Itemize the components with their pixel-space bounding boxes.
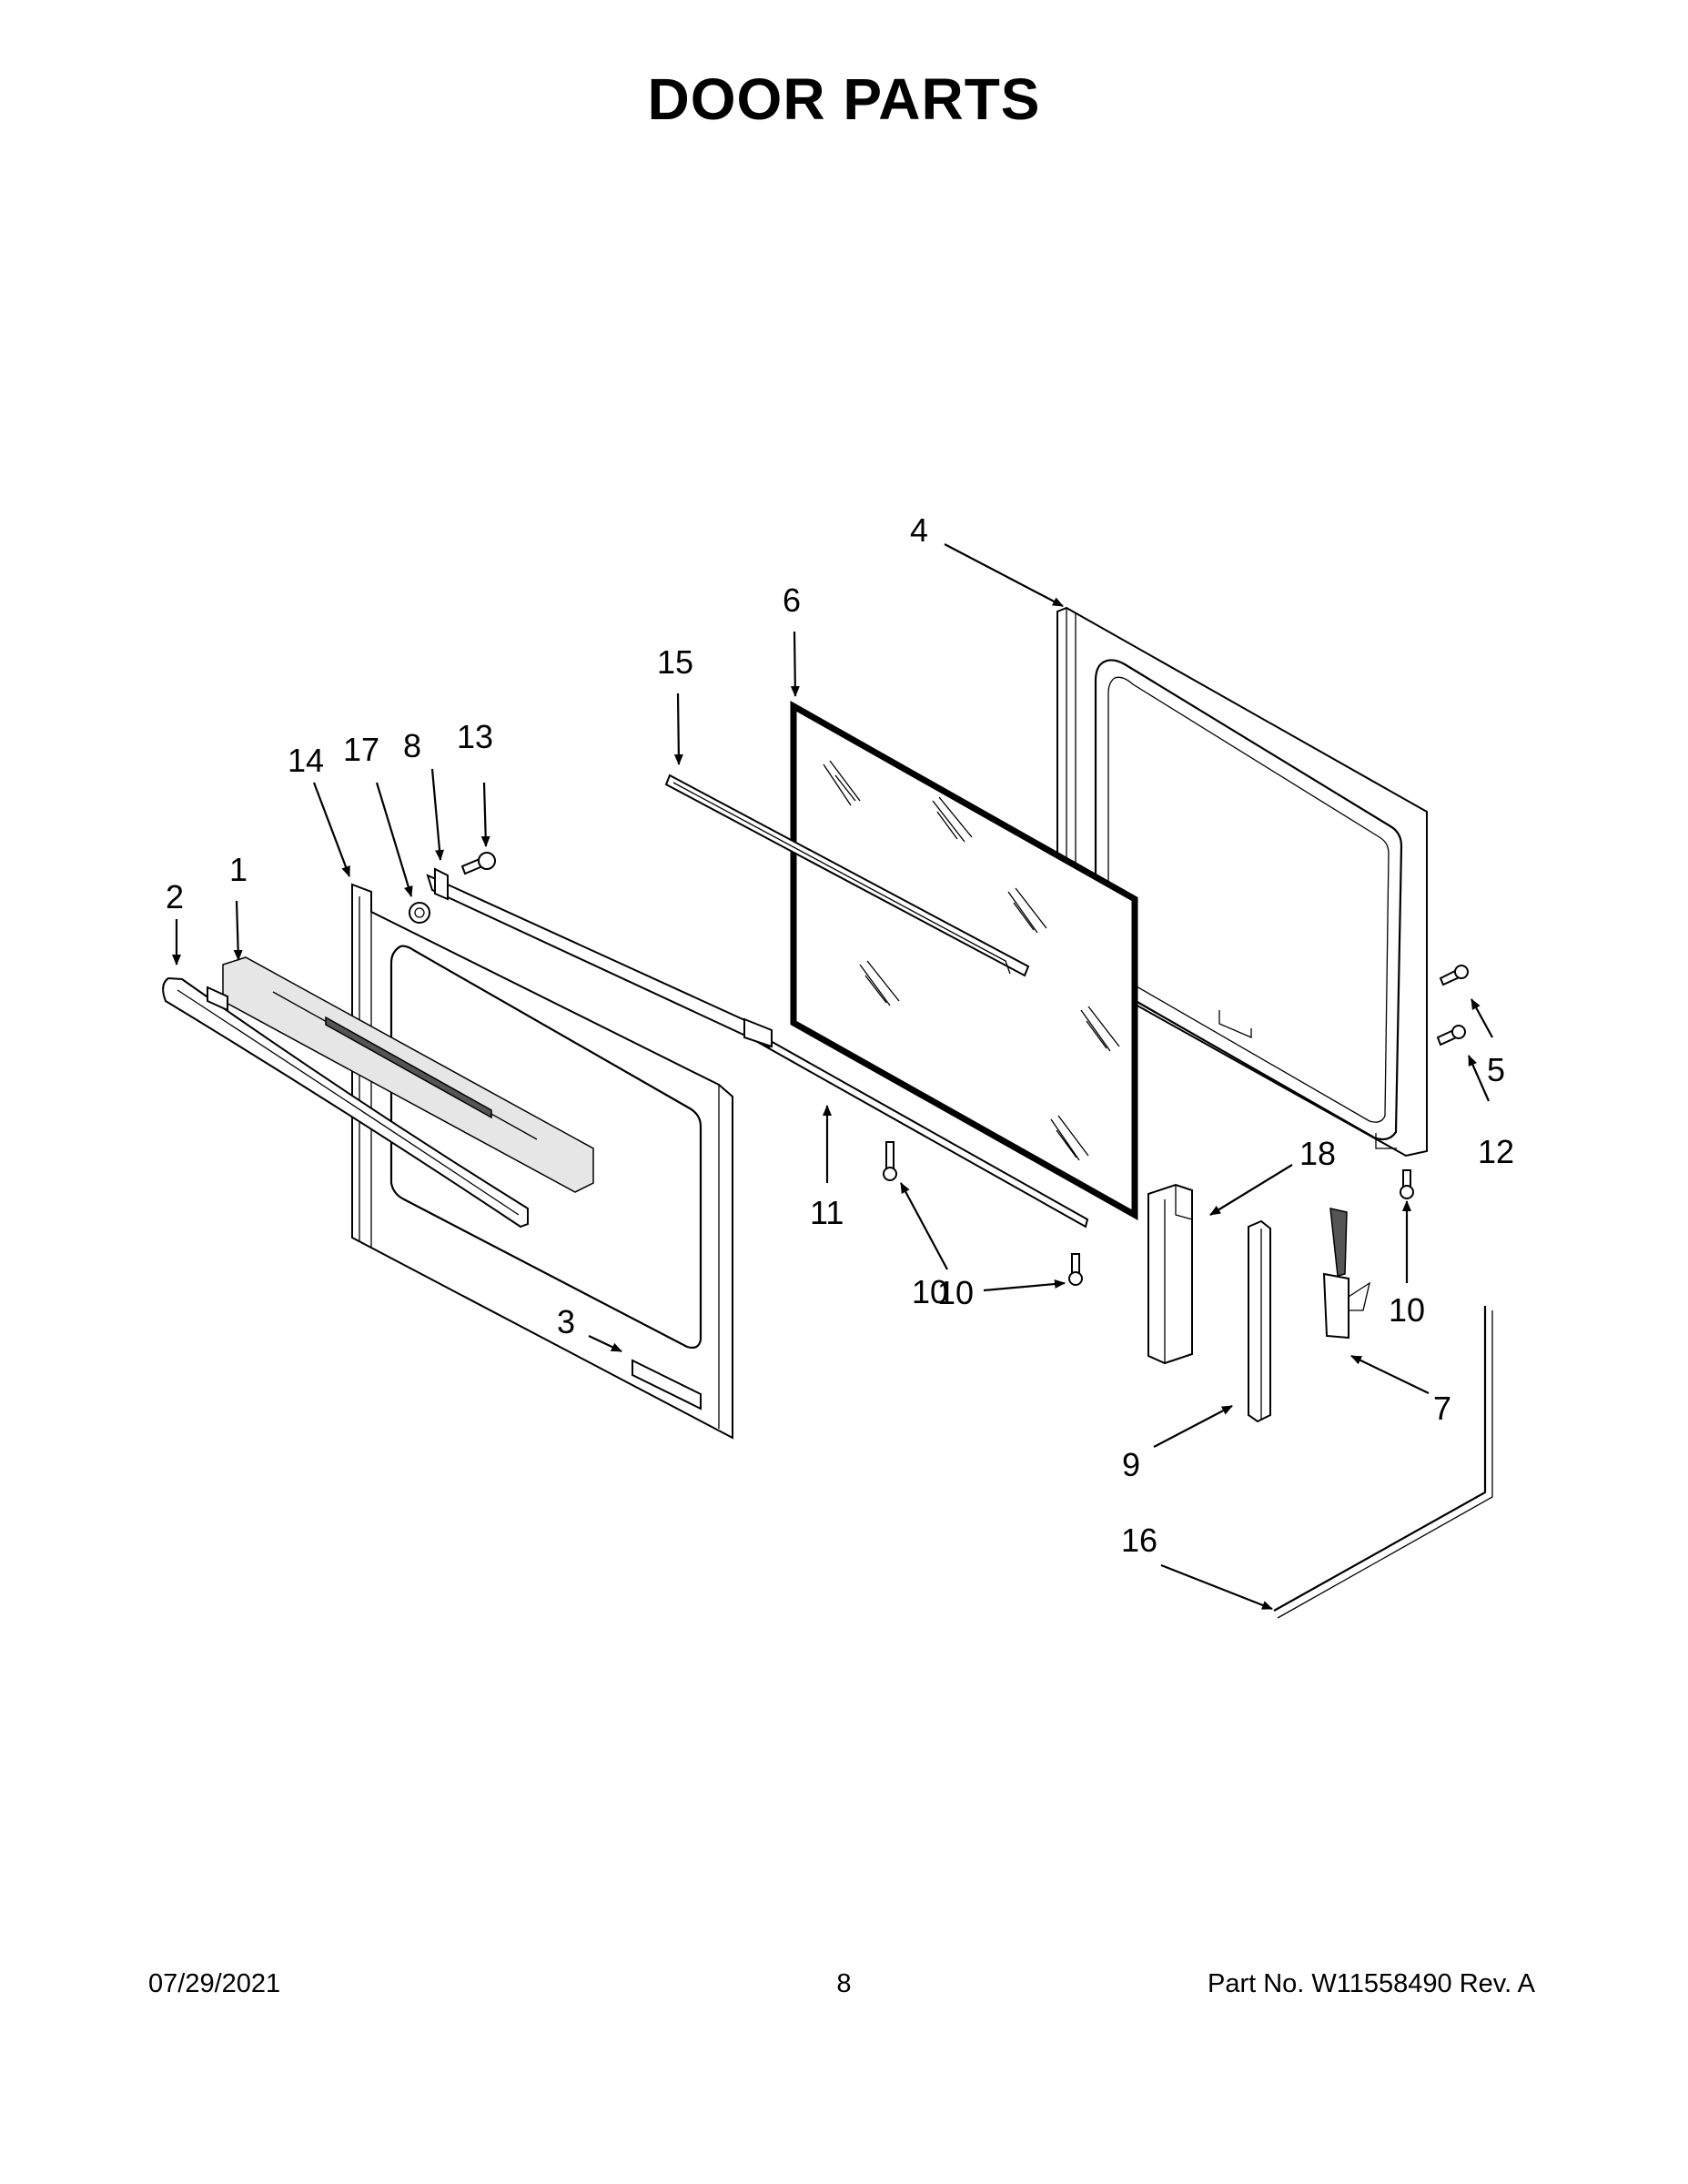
part-13-screw xyxy=(460,852,496,875)
part-4-inner-door-panel xyxy=(1056,606,1428,1158)
callout-12: 12 xyxy=(1478,1133,1514,1170)
part-6-glass-panel xyxy=(790,701,1138,1220)
callout-5: 5 xyxy=(1487,1051,1505,1088)
callout-8: 8 xyxy=(403,727,421,764)
part-9-hinge-receiver xyxy=(1248,1219,1271,1423)
part-17-washer xyxy=(409,902,430,924)
callout-17: 17 xyxy=(343,731,379,768)
part-2-handle xyxy=(162,976,529,1228)
callout-3: 3 xyxy=(557,1303,575,1340)
part-5-screw xyxy=(1439,965,1469,986)
footer-page-number: 8 xyxy=(836,1969,852,1998)
part-8-hinge-trim xyxy=(426,867,773,1048)
part-15-glass-retainer xyxy=(664,774,1030,977)
callout-16: 16 xyxy=(1121,1522,1157,1559)
callout-18: 18 xyxy=(1299,1135,1336,1172)
leader-lines xyxy=(172,543,1493,1611)
footer-date: 07/29/2021 xyxy=(148,1969,281,1998)
callout-10-b: 10 xyxy=(912,1273,948,1310)
callout-15: 15 xyxy=(657,643,693,681)
callout-13: 13 xyxy=(457,718,493,755)
callout-9: 9 xyxy=(1122,1446,1140,1483)
part-12-screw xyxy=(1436,1025,1466,1046)
callout-4: 4 xyxy=(910,511,928,549)
callout-10-a: 10 xyxy=(937,1274,974,1311)
page-title: DOOR PARTS xyxy=(647,66,1041,132)
part-10-screws xyxy=(883,1141,1414,1286)
callout-2: 2 xyxy=(166,878,184,915)
callout-14: 14 xyxy=(288,742,324,779)
part-7-hinge xyxy=(1322,1208,1371,1340)
part-16-gasket xyxy=(1273,1306,1493,1619)
callout-10-c: 10 xyxy=(1389,1291,1425,1329)
callout-labels: 1 2 3 4 5 6 7 8 9 10 10 10 11 12 13 14 1… xyxy=(166,511,1514,1559)
callout-7: 7 xyxy=(1433,1390,1451,1427)
footer-part-number: Part No. W11558490 Rev. A xyxy=(1207,1969,1535,1998)
callout-1: 1 xyxy=(229,851,248,888)
callout-6: 6 xyxy=(783,581,801,619)
part-1-trim-bracket xyxy=(222,956,594,1193)
callout-11: 11 xyxy=(810,1194,844,1231)
part-18-channel xyxy=(1147,1183,1193,1365)
